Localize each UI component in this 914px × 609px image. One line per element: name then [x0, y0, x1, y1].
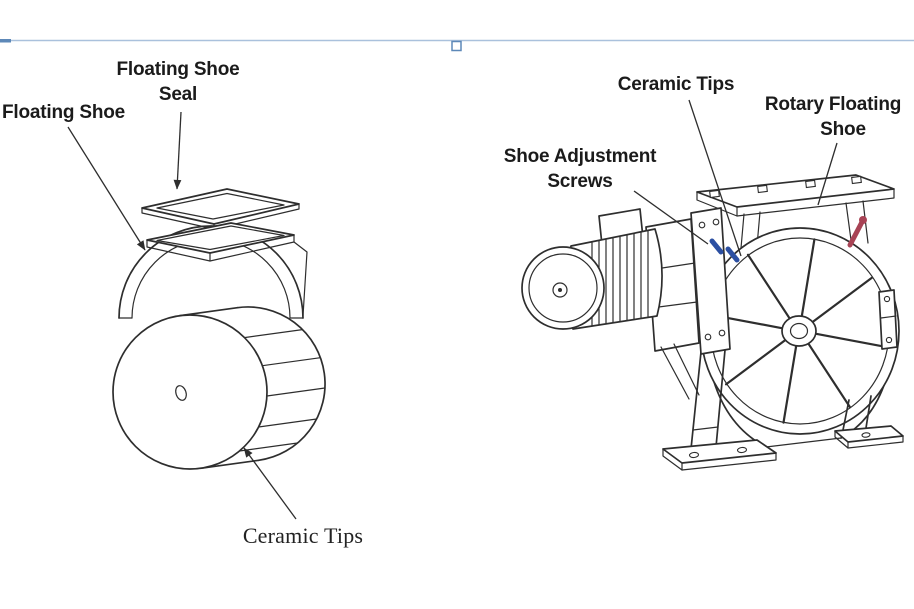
support-strut [673, 343, 700, 396]
label-shoe-adjustment-screws: Shoe Adjustment Screws [492, 144, 668, 194]
label-ceramic-tips-right: Ceramic Tips [617, 74, 735, 95]
adjustment-screw-blue [725, 246, 740, 263]
label-floating-shoe-seal: Floating Shoe Seal [106, 57, 250, 107]
red-pin [847, 216, 867, 248]
drum-slat [258, 418, 318, 428]
label-floating-shoe: Floating Shoe [2, 102, 126, 123]
label-screws-line1: Shoe Adjustment [503, 146, 657, 167]
support-strut [660, 346, 690, 400]
side-bracket [878, 289, 898, 350]
label-floating-shoe-seal-line1: Floating Shoe [116, 59, 240, 80]
rotary-valve-figure [521, 174, 904, 471]
shoe-side-panel [293, 241, 308, 317]
rule-left-tick [0, 39, 11, 43]
rotor-wheel [700, 227, 900, 435]
flange-bolt [709, 189, 720, 199]
drum-slat [243, 329, 303, 339]
leader-floating-shoe [67, 126, 146, 251]
rotor-drum [112, 306, 326, 470]
gearbox-flange [690, 207, 731, 355]
drum-slat [261, 357, 321, 367]
rule-drag-handle[interactable] [451, 40, 462, 52]
leader-adjustment-screws [633, 190, 709, 245]
leader-lines [67, 99, 838, 520]
label-floating-shoe-seal-line2: Seal [158, 84, 198, 106]
drum-slat [266, 387, 326, 397]
leader-ceramic-tips-left [243, 447, 297, 520]
floating-shoe-seal-frame [141, 188, 300, 230]
support-legs [690, 349, 872, 450]
drum-front-face [112, 314, 268, 470]
wheel-hub [781, 315, 817, 347]
flange-bolt [805, 179, 816, 189]
adjustment-screw-blue [709, 238, 724, 255]
leader-floating-shoe-seal [173, 111, 182, 190]
flange-bolt [757, 184, 768, 194]
label-screws-line2: Screws [547, 171, 613, 193]
page-rule [0, 39, 914, 52]
drum-hub-hole [175, 385, 187, 401]
label-ceramic-tips-left: Ceramic Tips [242, 523, 364, 548]
drive-motor [521, 208, 663, 330]
leader-rotary-floating-shoe [817, 142, 838, 206]
top-flange-plate [696, 174, 895, 217]
label-rotary-floating-shoe: Rotary Floating Shoe [754, 92, 912, 142]
label-rotary-line2: Shoe [820, 119, 866, 141]
drum-back-rim [236, 306, 326, 462]
mounting-feet [662, 425, 904, 471]
floating-shoe-body [118, 222, 308, 319]
flange-bolt [851, 175, 862, 185]
shoe-adjustment-screws [709, 238, 740, 263]
floating-shoe-assembly-figure [112, 188, 326, 470]
leader-ceramic-tips-right [688, 99, 742, 257]
label-rotary-line1: Rotary Floating [764, 94, 902, 115]
